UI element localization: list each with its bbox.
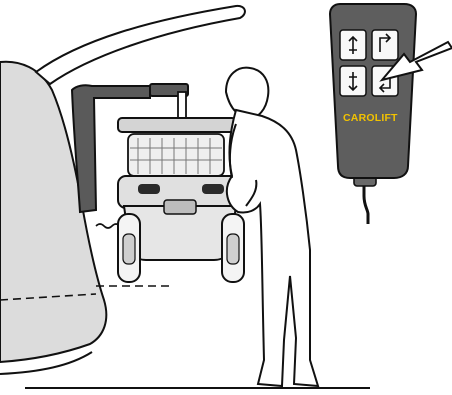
armrest-pad-right: [202, 184, 224, 194]
bumper-curve: [0, 351, 93, 375]
wheel-right-hub: [226, 233, 240, 265]
vehicle-body: [0, 60, 108, 364]
lift-raise-icon: [348, 35, 358, 54]
person: [224, 66, 320, 388]
rear-lights: [163, 199, 197, 215]
person-body: [225, 108, 320, 388]
tailgate-edge-dashed: [0, 293, 97, 301]
remote-control: CAROLIFT: [328, 3, 418, 224]
wheelchair-frame-top: [117, 117, 237, 133]
tailgate-open: [34, 4, 246, 86]
wheel-left-hub: [122, 233, 136, 265]
pointing-arrow: [379, 40, 452, 82]
wheelchair: [117, 117, 245, 283]
remote-brand-label: CAROLIFT: [343, 112, 398, 124]
lift-lower-icon: [348, 72, 358, 92]
arm-swing-out-icon: [379, 33, 392, 52]
remote-cable: [362, 180, 370, 224]
remote-button-raise[interactable]: [339, 29, 367, 61]
remote-button-swing-out[interactable]: [371, 29, 399, 61]
vehicle-rear: [0, 60, 172, 375]
person-arm: [228, 123, 258, 207]
basket-mesh: [130, 138, 222, 174]
remote-button-lower[interactable]: [339, 65, 367, 97]
lift-column: [70, 84, 151, 214]
person-hair: [224, 66, 270, 120]
armrest-pad-left: [138, 184, 160, 194]
